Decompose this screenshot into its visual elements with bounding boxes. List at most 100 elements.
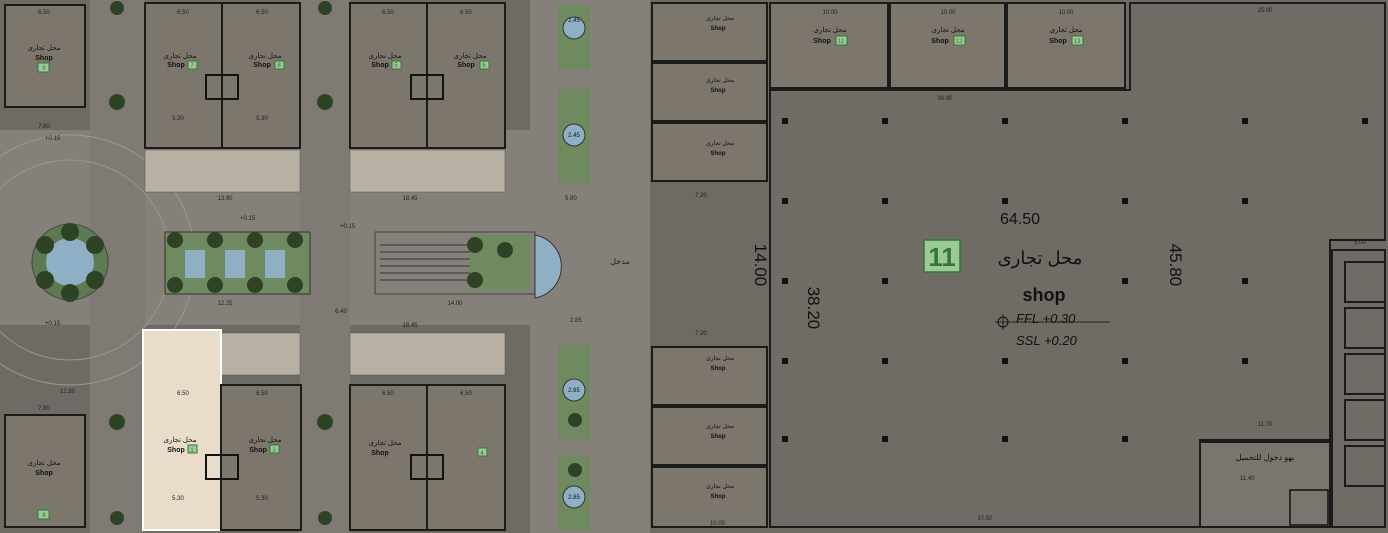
shop-label-en: Shop — [371, 62, 389, 69]
shop-unit[interactable]: محل تجارى Shop 5 — [369, 52, 402, 70]
shop-unit[interactable] — [769, 2, 889, 89]
dim-label: 25.00 — [1257, 8, 1273, 14]
shop-label-en: Shop — [35, 55, 53, 62]
dim-label: 6.50 — [177, 391, 189, 397]
dim-label: 13.90 — [217, 196, 233, 202]
shop-number: 8 — [277, 63, 281, 69]
shop-label-en: Shop — [813, 38, 831, 45]
shop-number: 1 — [190, 448, 194, 454]
dim-label: 30.90 — [937, 96, 953, 102]
shop-label-en: Shop — [167, 447, 185, 454]
palm-tree-icon — [167, 232, 513, 293]
shop-number: 3 — [272, 448, 276, 454]
dim-label: 6.50 — [256, 391, 268, 397]
shop-block-bottom-left: محل تجارى Shop 1 محل تجارى Shop 3 6.50 6… — [142, 329, 302, 531]
dim-label: 7.20 — [695, 331, 707, 337]
big-shop-number: 11 — [928, 242, 956, 272]
shop-label-en: Shop — [711, 366, 726, 372]
dim-label: 6.50 — [177, 10, 189, 16]
dim-right: 45.80 — [1166, 244, 1185, 287]
dim-label: 5.00 — [1354, 240, 1366, 246]
dim-label: 2.45 — [568, 18, 580, 24]
shop-label-ar: محل تجارى — [28, 459, 61, 467]
shop-unit[interactable]: محل تجارى Shop 8 7.80 — [4, 406, 86, 528]
column-grid — [782, 118, 1368, 442]
shop-label-en: Shop — [711, 434, 726, 440]
loading-lobby: بهو دخول للتحميل 11.40 — [1199, 441, 1331, 528]
dim-label: 6.50 — [460, 391, 472, 397]
dim-label: 6.40 — [335, 309, 347, 315]
shop-unit[interactable]: محل تجارى Shop 9 6.50 7.80 — [4, 4, 86, 130]
shop-unit[interactable] — [1006, 2, 1126, 89]
dim-label: 6.50 — [382, 391, 394, 397]
shop-label-en: Shop — [931, 38, 949, 45]
shop-label-ar: محل تجارى — [814, 26, 847, 34]
shop-unit[interactable]: محل تجارى Shop 6 — [454, 52, 490, 70]
shop-label-ar: محل تجارى — [706, 15, 734, 22]
shop-label-en: Shop — [711, 151, 726, 157]
shop-label-ar: محل تجارى — [164, 52, 197, 60]
shop-number: 5 — [394, 63, 398, 69]
shop-label-ar: محل تجارى — [454, 52, 487, 60]
shop-number: 6 — [482, 63, 486, 69]
shop-label-ar: محل تجارى — [1050, 26, 1083, 34]
dim-label: 18.45 — [402, 323, 418, 329]
dim-left-b: 38.20 — [804, 287, 823, 330]
loading-label: بهو دخول للتحميل — [1236, 453, 1295, 462]
shop-number-badge — [923, 239, 961, 273]
shop-unit[interactable]: محل تجارى Shop 1 — [164, 436, 198, 454]
shop-label-ar: محل تجارى — [164, 436, 197, 444]
big-shop-label-ar: محل تجارى — [998, 248, 1083, 269]
level-label: +0.15 — [240, 216, 256, 222]
dim-label: 10.00 — [1058, 10, 1074, 16]
shop-label-en: Shop — [711, 494, 726, 500]
shop-label-ar: محل تجارى — [28, 44, 61, 52]
dim-label: 7.80 — [38, 124, 50, 130]
ffl-level: FFL +0.30 — [1016, 311, 1076, 326]
shop-label-ar: محل تجارى — [249, 52, 282, 60]
shop-label-en: Shop — [711, 88, 726, 94]
dim-label: 18.45 — [402, 196, 418, 202]
level-marker-icon — [995, 314, 1110, 330]
dim-label: 11.40 — [1240, 476, 1255, 482]
shop-unit[interactable] — [889, 2, 1006, 89]
dim-label: 2.85 — [570, 318, 582, 324]
dim-label: 12.50 — [60, 389, 76, 395]
shop-unit[interactable]: محل تجارى Shop 4 — [369, 439, 488, 457]
shop-unit[interactable]: محل تجارى Shop 8 — [249, 52, 285, 70]
dim-label: 5.30 — [256, 496, 268, 502]
shop-label-en: Shop — [457, 62, 475, 69]
dim-label: 6.50 — [460, 10, 472, 16]
central-garden: 12.25 14.00 6.40 18.45 18.45 13.90 مدخل — [164, 196, 630, 329]
dim-label: 6.50 — [38, 10, 50, 16]
shop-label-en: Shop — [1049, 38, 1067, 45]
palm-tree-icon — [109, 1, 582, 525]
shop-label-ar: محل تجارى — [706, 355, 734, 362]
dim-label: 5.30 — [256, 116, 268, 122]
shop-label-en: Shop — [711, 26, 726, 32]
dim-label: 10.00 — [710, 521, 726, 527]
dim-label: 7.20 — [695, 193, 707, 199]
shop-number: 12 — [956, 39, 963, 45]
shop-number: 9 — [42, 66, 46, 72]
dim-label: 10.00 — [822, 10, 838, 16]
dim-label: 5.30 — [172, 116, 184, 122]
big-shop-label-en: shop — [1023, 285, 1066, 305]
level-label: +0.15 — [45, 136, 61, 142]
big-shop-11[interactable]: 64.50 11 محل تجارى shop FFL +0.30 SSL +0… — [751, 2, 1386, 528]
shop-label-en: Shop — [249, 447, 267, 454]
level-label: +0.15 — [340, 224, 356, 230]
dim-label: 5.30 — [172, 496, 184, 502]
dim-label: 6.50 — [256, 10, 268, 16]
shop-label-en: Shop — [35, 470, 53, 477]
dim-label: 37.50 — [977, 516, 993, 522]
shop-label-ar: محل تجارى — [706, 423, 734, 430]
shop-unit[interactable]: محل تجارى Shop 3 — [249, 436, 282, 454]
dim-label: 2.85 — [568, 495, 580, 501]
shop-label-ar: محل تجارى — [706, 483, 734, 490]
ssl-level: SSL +0.20 — [1016, 333, 1078, 348]
shop-unit[interactable]: محل تجارى Shop 7 — [164, 52, 198, 70]
shop-label-ar: محل تجارى — [932, 26, 965, 34]
shop-label-en: Shop — [371, 450, 389, 457]
shop-label-ar: محل تجارى — [706, 140, 734, 147]
